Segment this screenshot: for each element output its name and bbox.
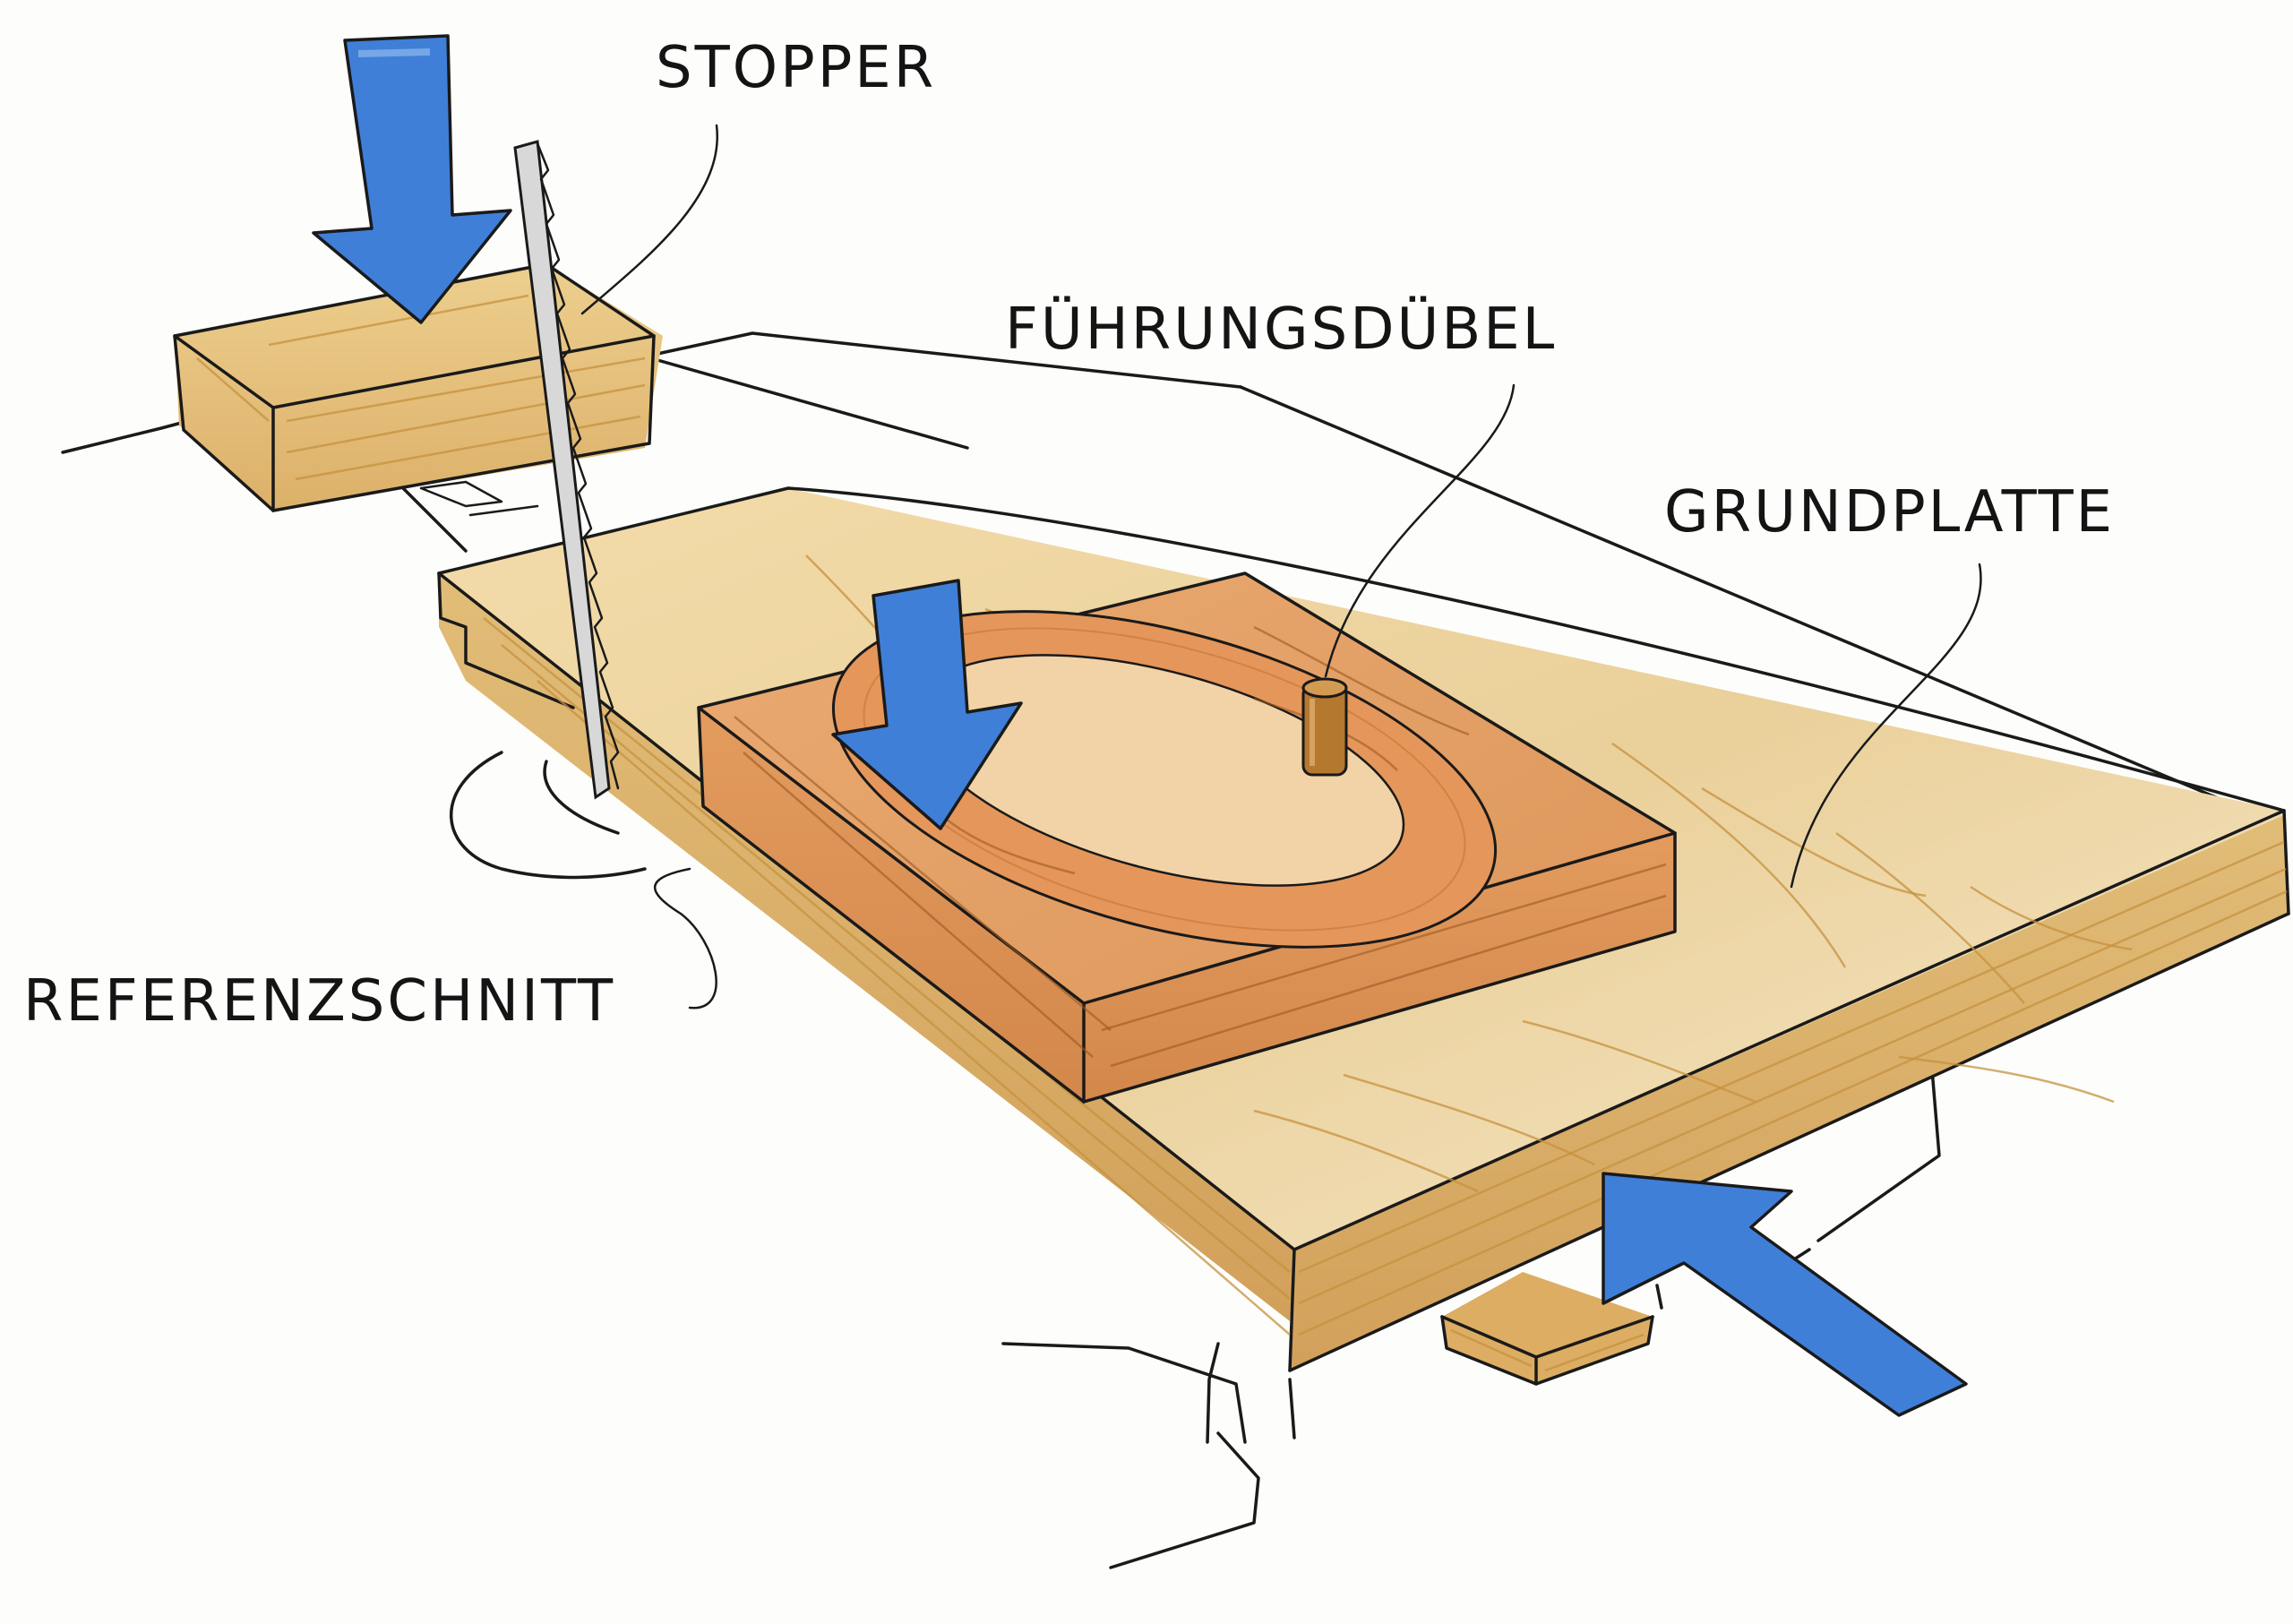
leader-dowel <box>1324 383 1516 678</box>
table-rail <box>419 480 539 517</box>
saw-blade <box>513 140 620 800</box>
leader-lines <box>580 124 1982 1010</box>
leader-base <box>1790 563 1982 889</box>
label-base-plate: GRUNDPLATTE <box>1664 479 2116 546</box>
label-guide-dowel: FÜHRUNGSDÜBEL <box>1005 296 1558 363</box>
leader-ref <box>653 867 717 1010</box>
arrow-up-left-icon <box>1602 1172 1968 1417</box>
reference-cut-curve <box>450 751 647 880</box>
label-reference-cut: REFERENZSCHNITT <box>23 968 616 1035</box>
arrow-down-icon <box>312 34 512 324</box>
label-stopper: STOPPER <box>656 35 937 101</box>
runner-bar <box>1440 1272 1654 1386</box>
leader-stopper <box>580 124 718 315</box>
guide-dowel <box>1301 677 1348 777</box>
arrow-down-icon <box>831 579 1023 830</box>
